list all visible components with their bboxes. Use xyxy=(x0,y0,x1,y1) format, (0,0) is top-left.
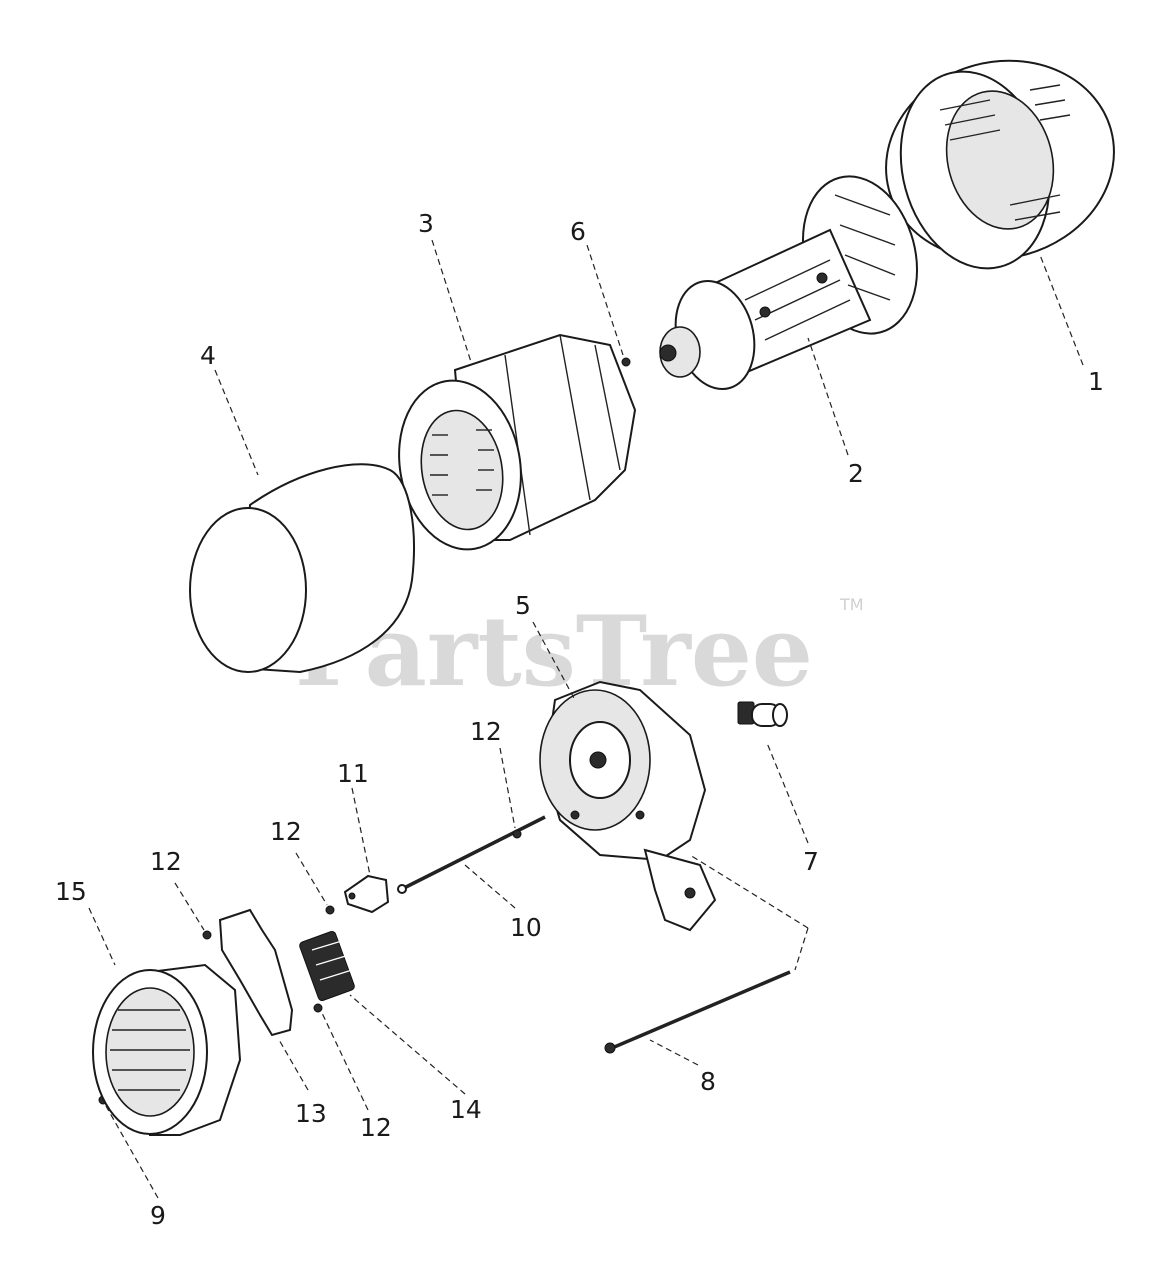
callout-9: 9 xyxy=(150,1201,166,1230)
callout-labels: 1 2 3 4 5 6 7 8 9 10 11 12 12 12 12 13 1… xyxy=(55,209,1104,1230)
part-15-end-cover[interactable] xyxy=(92,963,242,1136)
part-13-cover-plate[interactable] xyxy=(218,908,294,1037)
leader-lines xyxy=(88,239,1084,1199)
part-14-terminal[interactable] xyxy=(299,930,356,1002)
part-7-component[interactable] xyxy=(737,701,788,727)
callout-4: 4 xyxy=(200,341,216,370)
part-4-cover[interactable] xyxy=(189,463,415,674)
callout-3: 3 xyxy=(418,209,434,238)
callout-12-b: 12 xyxy=(270,817,302,846)
callout-6: 6 xyxy=(570,217,586,246)
callout-12-a: 12 xyxy=(470,717,502,746)
callout-5: 5 xyxy=(515,591,531,620)
callout-15: 15 xyxy=(55,877,87,906)
part-11-brush-holder[interactable] xyxy=(343,874,390,914)
callout-2: 2 xyxy=(848,459,864,488)
callout-8: 8 xyxy=(700,1067,716,1096)
callout-14: 14 xyxy=(450,1095,482,1124)
callout-7: 7 xyxy=(803,847,819,876)
part-3-stator[interactable] xyxy=(386,333,637,559)
callout-13: 13 xyxy=(295,1099,327,1128)
part-10-rod[interactable] xyxy=(397,815,546,894)
part-6-screw[interactable] xyxy=(621,357,631,367)
part-2-rotor[interactable] xyxy=(659,163,934,397)
callout-12-d: 12 xyxy=(360,1113,392,1142)
callout-11: 11 xyxy=(337,759,369,788)
part-5-end-bracket[interactable] xyxy=(539,680,717,932)
callout-1: 1 xyxy=(1088,367,1104,396)
part-12-screws[interactable] xyxy=(202,829,522,1013)
callout-12-c: 12 xyxy=(150,847,182,876)
part-8-bolt[interactable] xyxy=(604,970,791,1054)
part-1-housing[interactable] xyxy=(864,36,1137,286)
callout-10: 10 xyxy=(510,913,542,942)
watermark-tm: TM xyxy=(839,595,864,614)
